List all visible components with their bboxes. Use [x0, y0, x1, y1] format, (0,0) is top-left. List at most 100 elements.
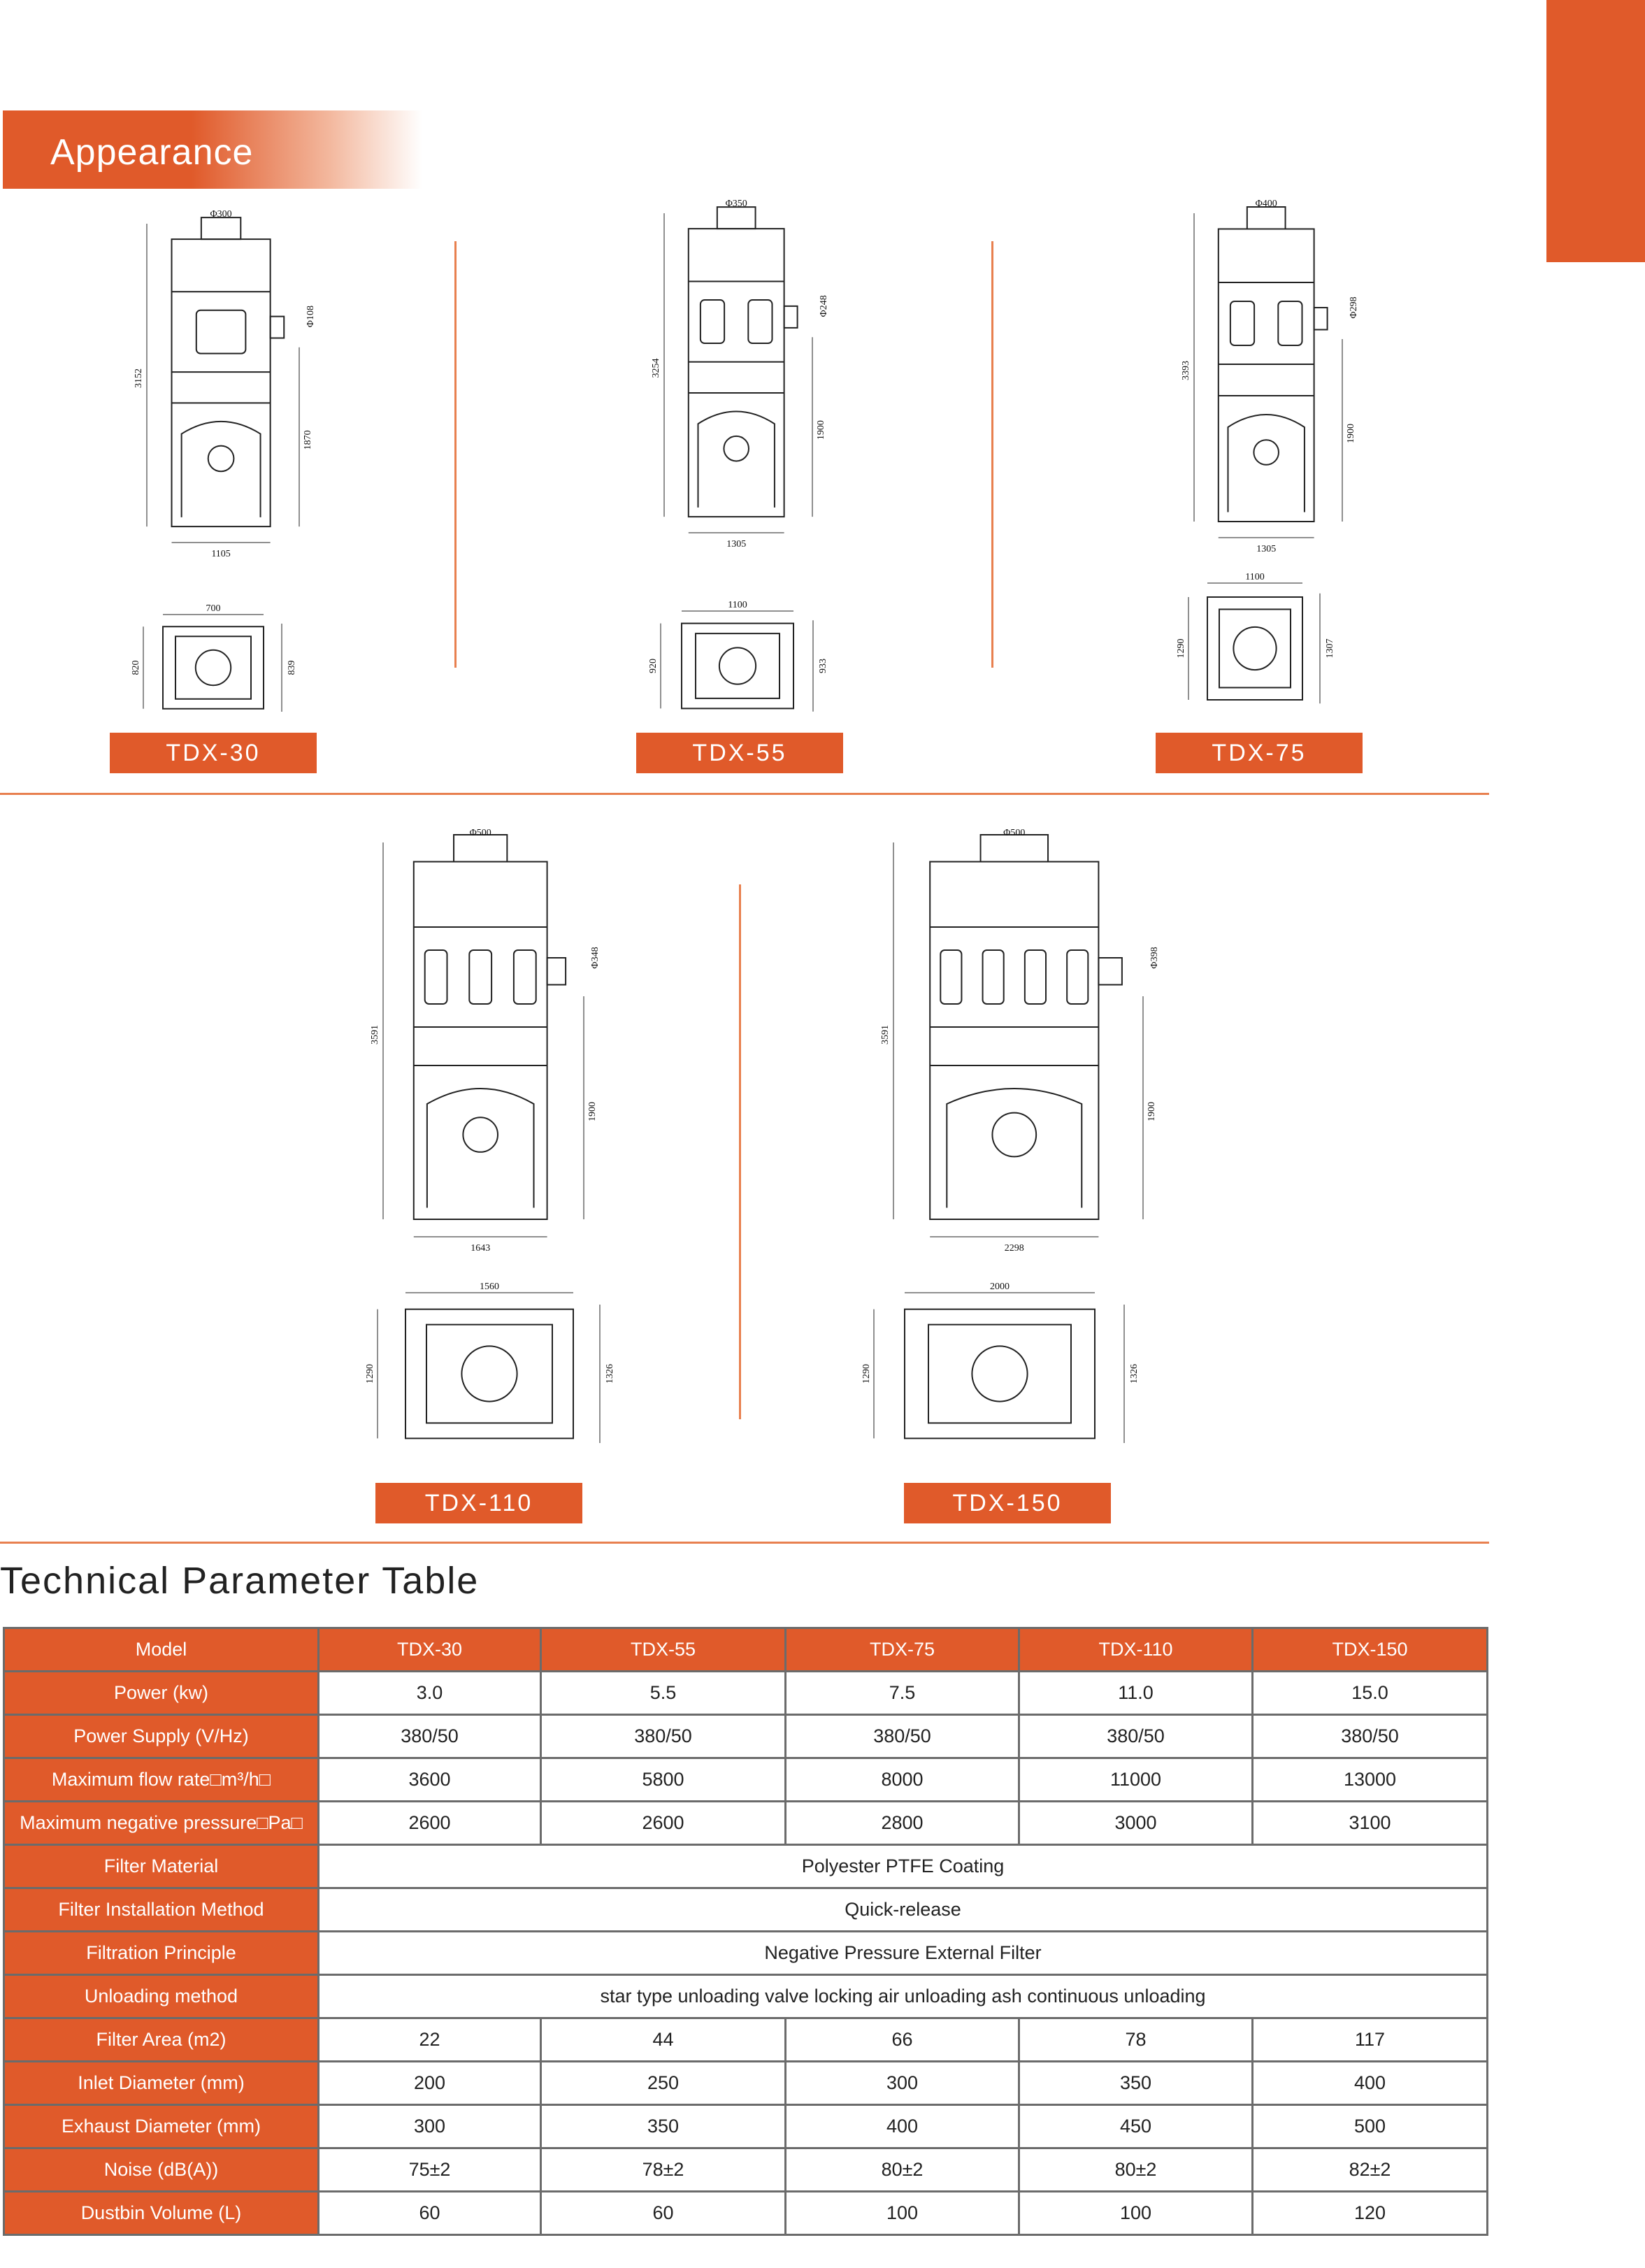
plan-outline	[1207, 597, 1302, 700]
dim-outlet-diameter: Φ500	[470, 828, 491, 838]
row-label: Dustbin Volume (L)	[3, 2190, 319, 2236]
table-cell: 3100	[1251, 1800, 1488, 1846]
cabinet-outline	[689, 229, 784, 517]
fan-motor	[463, 1117, 498, 1152]
dim-height: 3254	[651, 359, 661, 378]
table-cell: 350	[1018, 2060, 1253, 2106]
header-cell-tdx-55: TDX-55	[540, 1627, 786, 1672]
model-label-tdx-150: TDX-150	[904, 1483, 1111, 1523]
table-cell: 60	[540, 2190, 786, 2236]
cabinet-outline	[1219, 229, 1314, 522]
dim-lower-height: 1900	[816, 420, 826, 440]
table-cell: 380/50	[1251, 1714, 1488, 1759]
access-door	[940, 950, 961, 1004]
table-cell: 117	[1251, 2017, 1488, 2062]
table-cell: 82±2	[1251, 2147, 1488, 2192]
dim-plan-width: 1560	[480, 1282, 499, 1292]
table-cell: 300	[784, 2060, 1020, 2106]
access-door	[983, 950, 1004, 1004]
row-label: Exhaust Diameter (mm)	[3, 2104, 319, 2149]
table-cell: 380/50	[317, 1714, 542, 1759]
dim-inlet-diameter: Φ348	[590, 947, 601, 968]
table-cell: 80±2	[1018, 2147, 1253, 2192]
table-cell: 500	[1251, 2104, 1488, 2149]
model-label-tdx-75: TDX-75	[1156, 733, 1363, 773]
dim-height: 3591	[370, 1025, 380, 1045]
plan-hopper	[1219, 610, 1291, 688]
access-door	[469, 950, 491, 1004]
table-cell: 250	[540, 2060, 786, 2106]
row-label: Filter Material	[3, 1844, 319, 1889]
dim-plan-depth: 1290	[1176, 639, 1186, 659]
divider-vertical	[739, 884, 741, 1419]
dim-plan-width: 1100	[728, 600, 747, 610]
technical-table-title: Technical Parameter Table	[0, 1560, 480, 1602]
model-label-tdx-30: TDX-30	[110, 733, 317, 773]
header-cell-tdx-30: TDX-30	[317, 1627, 542, 1672]
access-door	[196, 310, 246, 354]
plan-outlet-circle	[196, 650, 231, 685]
plan-outline	[682, 624, 793, 709]
fan-motor	[724, 436, 749, 461]
model-label-tdx-110: TDX-110	[375, 1483, 582, 1523]
table-cell: 2800	[784, 1800, 1020, 1846]
inlet-pipe	[1314, 308, 1328, 330]
inlet-pipe	[784, 306, 798, 328]
table-cell: 380/50	[540, 1714, 786, 1759]
dim-plan-depth-overall: 933	[818, 659, 828, 673]
table-cell: 5800	[540, 1757, 786, 1802]
hopper-outline	[182, 422, 261, 517]
header-cell-model: Model	[3, 1627, 319, 1672]
table-cell: 13000	[1251, 1757, 1488, 1802]
exhaust-outlet	[201, 217, 240, 239]
table-cell-merged: star type unloading valve locking air un…	[317, 1974, 1488, 2019]
plan-outline	[163, 626, 264, 709]
plan-hopper	[426, 1325, 552, 1423]
dim-height: 3591	[880, 1025, 891, 1045]
plan-outlet-circle	[1233, 627, 1276, 670]
dim-plan-width: 700	[206, 603, 221, 614]
table-cell: 400	[784, 2104, 1020, 2149]
divider-vertical	[454, 241, 457, 668]
dim-plan-depth: 1290	[861, 1364, 872, 1384]
fan-motor	[208, 446, 234, 472]
dim-plan-depth: 820	[131, 661, 141, 675]
header-cell-tdx-110: TDX-110	[1018, 1627, 1253, 1672]
row-label: Filter Installation Method	[3, 1887, 319, 1932]
dim-plan-width: 2000	[990, 1282, 1010, 1292]
table-cell: 3000	[1018, 1800, 1253, 1846]
cabinet-outline	[414, 862, 547, 1220]
table-cell-merged: Polyester PTFE Coating	[317, 1844, 1488, 1889]
table-cell: 3.0	[317, 1670, 542, 1716]
exhaust-outlet	[717, 207, 756, 229]
row-label: Noise (dB(A))	[3, 2147, 319, 2192]
table-cell: 66	[784, 2017, 1020, 2062]
appearance-banner: Appearance	[3, 110, 422, 189]
table-cell: 100	[1018, 2190, 1253, 2236]
table-cell-merged: Negative Pressure External Filter	[317, 1930, 1488, 1976]
dim-inlet-diameter: Φ108	[306, 306, 316, 327]
table-cell: 120	[1251, 2190, 1488, 2236]
fan-motor	[1253, 440, 1279, 465]
dim-inlet-diameter: Φ298	[1349, 296, 1359, 318]
table-cell: 350	[540, 2104, 786, 2149]
row-label: Power (kw)	[3, 1670, 319, 1716]
table-cell: 8000	[784, 1757, 1020, 1802]
dim-outlet-diameter: Φ500	[1003, 828, 1025, 838]
table-cell: 450	[1018, 2104, 1253, 2149]
